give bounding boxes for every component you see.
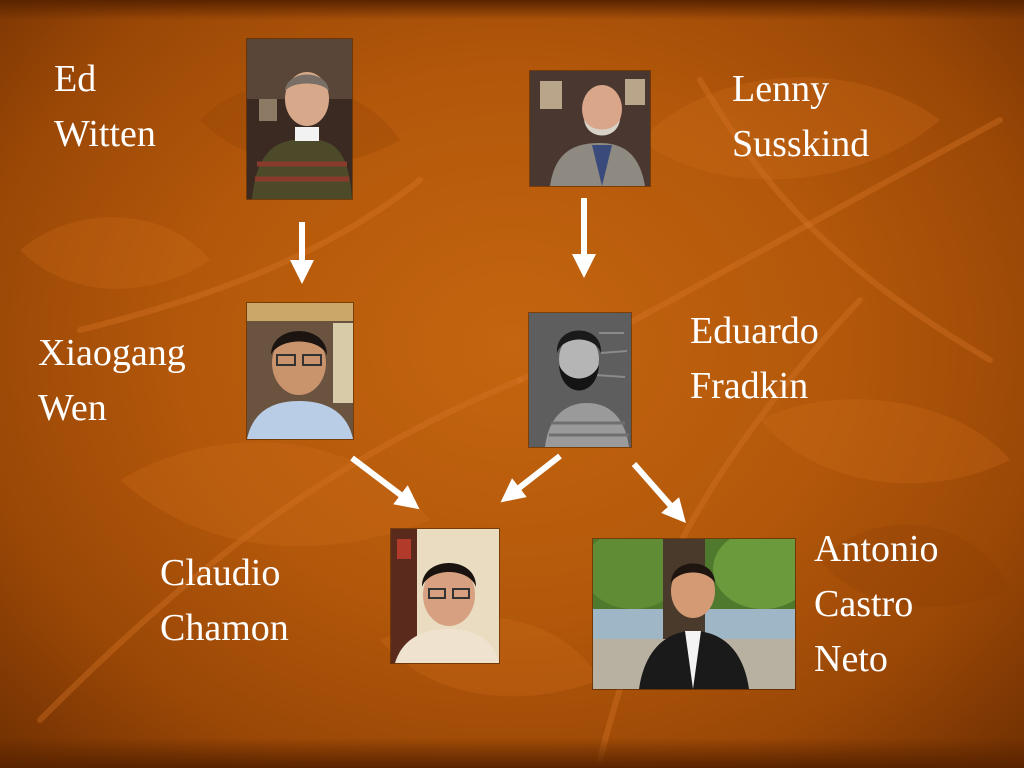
last-name: Susskind <box>732 123 870 165</box>
arrow-fradkin-to-neto <box>631 462 686 524</box>
name-lenny-susskind: Lenny Susskind <box>732 62 869 172</box>
photo-ed-witten <box>246 38 353 200</box>
photo-antonio-castro-neto <box>592 538 796 690</box>
name-ed-witten: Ed Witten <box>54 52 156 162</box>
last-name: Witten <box>54 113 156 155</box>
last-name: Chamon <box>160 607 289 649</box>
photo-xiaogang-wen <box>246 302 354 440</box>
arrow-fradkin-to-chamon <box>500 453 562 503</box>
first-name: Ed <box>54 58 97 100</box>
first-name: Claudio <box>160 552 281 594</box>
photo-eduardo-fradkin <box>528 312 632 448</box>
last-name: Fradkin <box>690 365 809 407</box>
last-name: Wen <box>38 387 107 429</box>
photo-lenny-susskind <box>529 70 651 187</box>
name-claudio-chamon: Claudio Chamon <box>160 546 289 656</box>
first-name: Xiaogang <box>38 332 186 374</box>
name-eduardo-fradkin: Eduardo Fradkin <box>690 304 819 414</box>
first-name: Eduardo <box>690 310 819 352</box>
photo-claudio-chamon <box>390 528 500 664</box>
name-antonio-castro-neto: Antonio Castro Neto <box>814 522 939 687</box>
first-name: Lenny <box>732 68 830 110</box>
bottom-shade <box>0 738 1024 768</box>
last-name: Neto <box>814 638 888 680</box>
top-shade <box>0 0 1024 20</box>
arrow-wen-to-chamon <box>350 455 420 510</box>
name-xiaogang-wen: Xiaogang Wen <box>38 326 186 436</box>
middle-name: Castro <box>814 583 914 625</box>
first-name: Antonio <box>814 528 939 570</box>
